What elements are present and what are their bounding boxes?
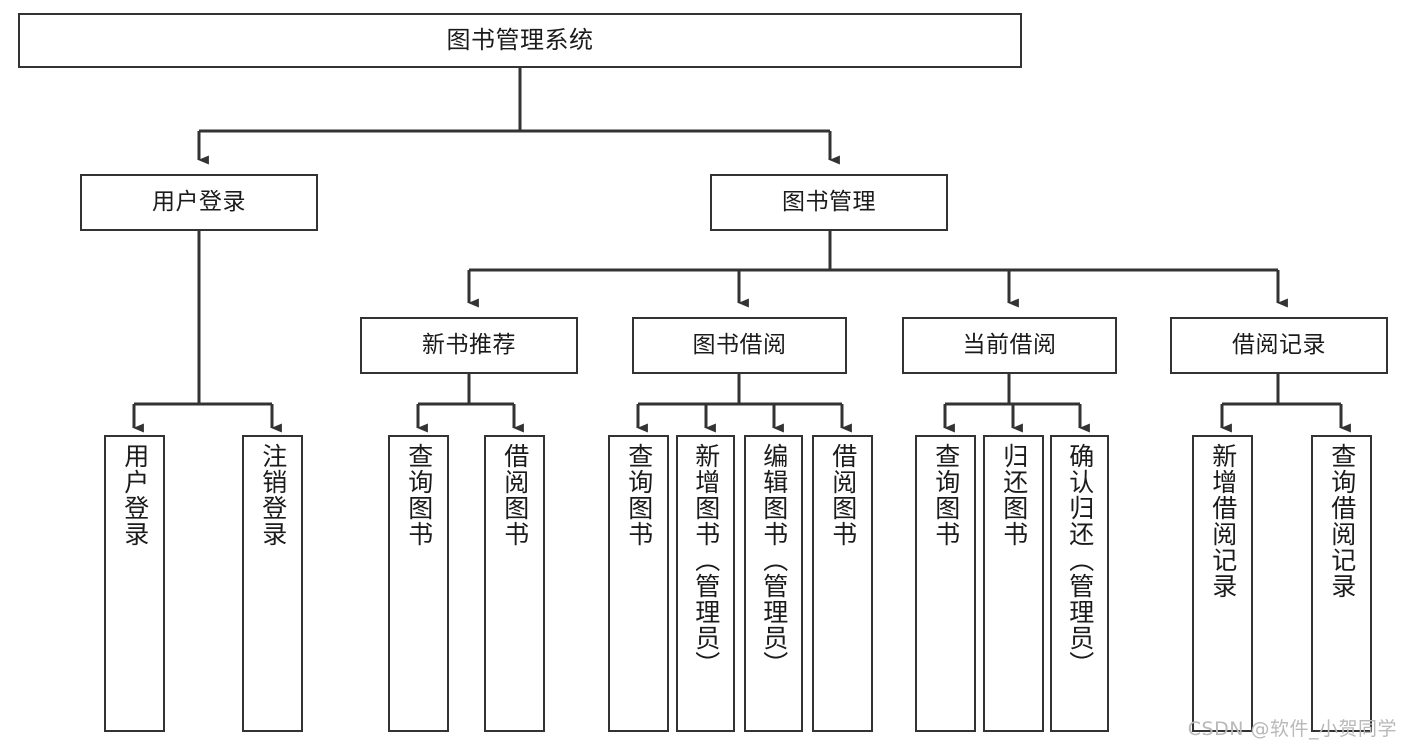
node-new-book-recommendation[interactable]: 新书推荐: [360, 317, 578, 374]
node-label: 图书借阅: [692, 331, 787, 358]
node-label: 图书管理系统: [446, 26, 594, 55]
leaf-confirm-return-admin[interactable]: 确认归还（管理员）: [1050, 435, 1109, 732]
node-label: 借阅图书: [500, 443, 530, 547]
node-label: 借阅图书: [828, 443, 858, 547]
node-label: 归还图书: [999, 443, 1029, 547]
node-label: 当前借阅: [962, 331, 1057, 358]
node-label: 用户登录: [120, 443, 150, 547]
node-user-login[interactable]: 用户登录: [80, 174, 318, 231]
node-current-borrowing[interactable]: 当前借阅: [902, 317, 1117, 374]
node-label: 用户登录: [152, 188, 246, 215]
node-label: 注销登录: [258, 443, 288, 547]
node-label: 查询图书: [404, 443, 434, 547]
leaf-query-books-recommend[interactable]: 查询图书: [388, 435, 449, 732]
node-label: 借阅记录: [1232, 331, 1326, 358]
leaf-logout[interactable]: 注销登录: [242, 435, 303, 732]
leaf-add-book-admin[interactable]: 新增图书（管理员）: [676, 435, 735, 732]
leaf-query-books-borrow[interactable]: 查询图书: [608, 435, 669, 732]
leaf-borrow-books-recommend[interactable]: 借阅图书: [484, 435, 545, 732]
node-root-book-management-system[interactable]: 图书管理系统: [18, 13, 1022, 68]
leaf-user-login[interactable]: 用户登录: [104, 435, 165, 732]
node-label: 图书管理: [782, 188, 876, 215]
leaf-borrow-books[interactable]: 借阅图书: [812, 435, 873, 732]
node-label: 查询图书: [931, 443, 961, 547]
node-label: 新书推荐: [422, 331, 516, 358]
node-borrow-records[interactable]: 借阅记录: [1170, 317, 1388, 374]
node-label: 编辑图书（管理员）: [759, 443, 789, 677]
leaf-query-borrow-record[interactable]: 查询借阅记录: [1311, 435, 1372, 732]
node-label: 查询借阅记录: [1327, 443, 1357, 599]
leaf-return-books[interactable]: 归还图书: [983, 435, 1044, 732]
node-book-borrowing[interactable]: 图书借阅: [632, 317, 847, 374]
node-label: 新增图书（管理员）: [691, 443, 721, 677]
csdn-watermark: CSDN @软件_小贺同学: [1187, 718, 1397, 740]
node-book-management[interactable]: 图书管理: [710, 174, 948, 231]
leaf-edit-book-admin[interactable]: 编辑图书（管理员）: [744, 435, 803, 732]
node-label: 新增借阅记录: [1208, 443, 1238, 599]
node-label: 确认归还（管理员）: [1065, 443, 1095, 677]
leaf-query-books-current[interactable]: 查询图书: [915, 435, 976, 732]
node-label: 查询图书: [624, 443, 654, 547]
leaf-add-borrow-record[interactable]: 新增借阅记录: [1192, 435, 1253, 732]
